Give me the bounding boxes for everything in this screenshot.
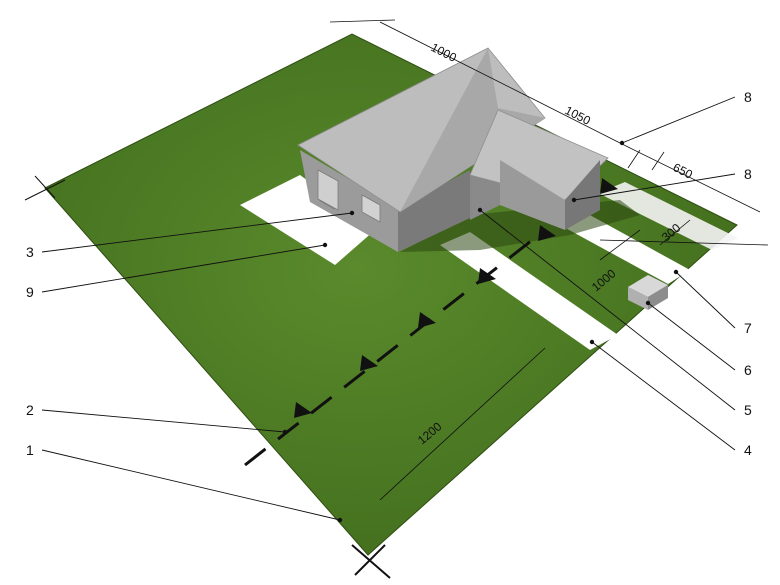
callout-4: 4 [744, 442, 752, 458]
corner-mark [34, 175, 56, 199]
boundary-dash-line [244, 228, 546, 467]
house-window [361, 194, 381, 223]
parking-strip [598, 182, 738, 250]
boundary-arrow [418, 312, 436, 328]
driveway-path [440, 232, 618, 350]
boundary-arrow [538, 225, 556, 241]
corner-mark [351, 544, 391, 579]
utility-box-top [628, 275, 668, 297]
house-side-wall [398, 170, 470, 252]
house-roof-gable [400, 48, 545, 212]
callout-5: 5 [744, 402, 752, 418]
boundary-arrow [478, 268, 496, 284]
utility-box-front [628, 287, 648, 310]
callout-3: 3 [26, 244, 34, 260]
leader-dots [282, 140, 679, 523]
house-wing-end [565, 160, 600, 230]
boundary-arrow [360, 355, 378, 371]
side-path [560, 214, 690, 284]
boundary-arrows [294, 178, 618, 418]
paved-terrace [240, 175, 375, 265]
corner-mark [24, 179, 66, 201]
callout-6: 6 [744, 362, 752, 378]
dim-house-offset: 1050 [563, 103, 593, 128]
house-door-left [317, 169, 339, 211]
callout-7: 7 [744, 320, 752, 336]
dimension-lines [329, 19, 769, 501]
callout-8-lower: 8 [744, 166, 752, 182]
boundary-arrow [294, 402, 312, 418]
callout-9: 9 [26, 284, 34, 300]
utility-box-side [648, 285, 668, 310]
callout-1: 1 [26, 442, 34, 458]
dim-top-width: 1000 [429, 40, 459, 65]
leader-lines [41, 96, 736, 521]
callout-8-upper: 8 [744, 89, 752, 105]
callout-2: 2 [26, 402, 34, 418]
house-wing-gable [500, 160, 565, 230]
boundary-arrow [600, 178, 618, 194]
